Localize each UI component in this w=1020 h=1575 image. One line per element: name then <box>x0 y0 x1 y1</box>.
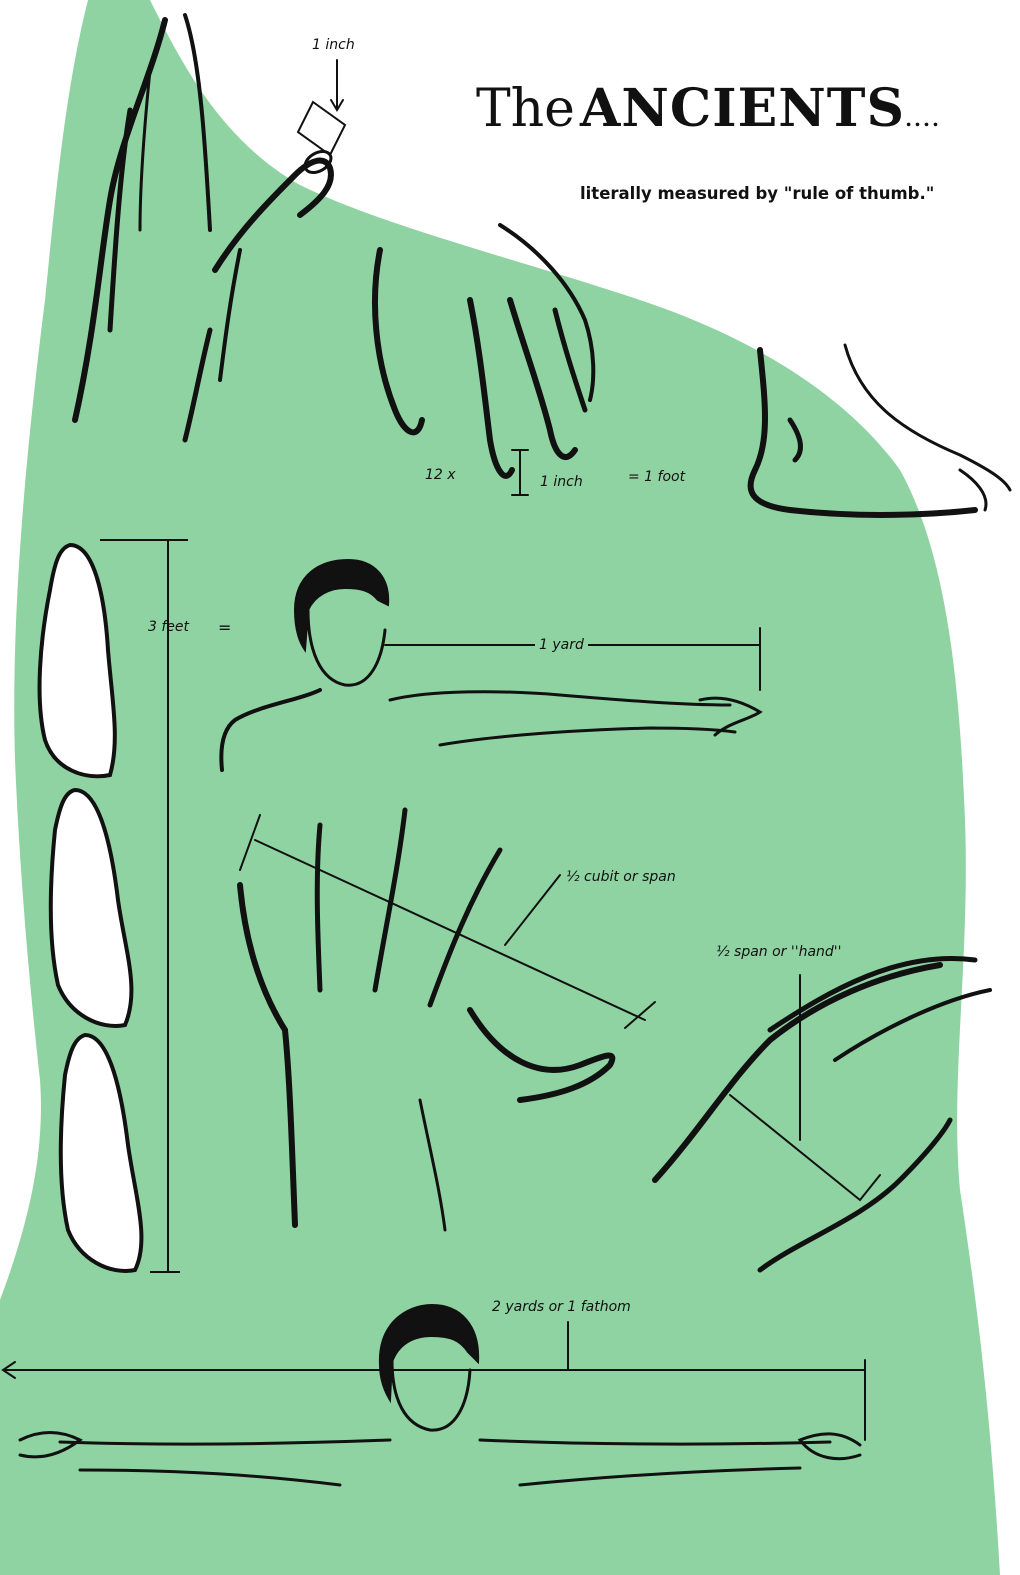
label-yard: 1 yard <box>535 638 588 652</box>
label-equals-foot: = 1 foot <box>628 470 685 484</box>
label-fathom: 2 yards or 1 fathom <box>492 1300 631 1314</box>
title-the: The <box>476 79 575 139</box>
page-subtitle: literally measured by "rule of thumb." <box>580 184 934 203</box>
label-three-feet: 3 feet <box>148 620 189 634</box>
label-twelve-x: 12 x <box>425 468 456 482</box>
label-equals: = <box>218 620 231 636</box>
label-thumb-inch: 1 inch <box>312 38 355 52</box>
label-hand: ½ span or ''hand'' <box>716 945 841 959</box>
title-dots: .... <box>905 107 941 131</box>
label-cubit: ½ cubit or span <box>566 870 676 884</box>
page-title: The ANCIENTS.... <box>476 78 996 139</box>
label-finger-inch: 1 inch <box>540 475 583 489</box>
title-ancients: ANCIENTS <box>580 78 905 139</box>
